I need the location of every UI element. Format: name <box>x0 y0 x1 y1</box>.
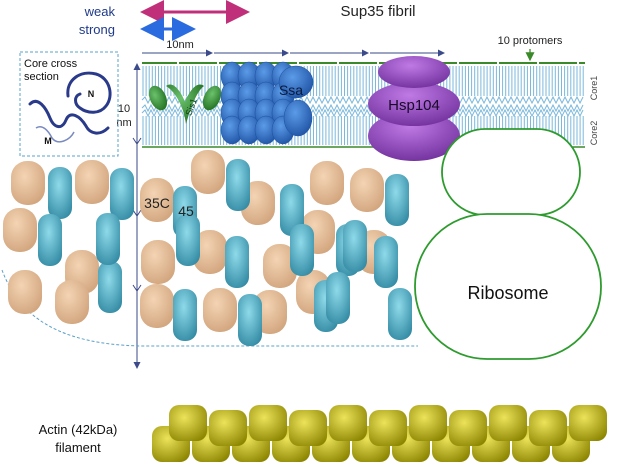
thickness-label-unit: nm <box>116 117 131 129</box>
ribosome: Ribosome <box>414 128 602 360</box>
ssa-chaperone <box>220 61 314 145</box>
inset-n-curve <box>66 71 112 114</box>
sis1-chaperone: Sis1 <box>148 84 222 124</box>
capsule-cluster <box>3 150 412 346</box>
actin-label-line1: Actin (42kDa) <box>39 422 118 437</box>
label-45: 45 <box>178 203 194 219</box>
hsp104-chaperone: Hsp104 <box>368 56 460 161</box>
core-cross-section-inset: Core cross section N M <box>19 51 119 157</box>
label-35c: 35C <box>144 195 170 211</box>
diagram-title: Sup35 fibril <box>340 3 415 20</box>
inset-n-label: N <box>88 89 95 99</box>
core2-label: Core2 <box>589 121 599 146</box>
vertical-scale-axis <box>132 63 142 369</box>
inset-title-line2: section <box>24 71 59 83</box>
ribosome-label: Ribosome <box>467 283 548 303</box>
inset-m-tail <box>35 126 75 143</box>
hsp104-label: Hsp104 <box>388 97 440 114</box>
protomers-label: 10 protomers <box>498 35 563 47</box>
inset-m-curve <box>28 99 110 135</box>
actin-filament <box>152 405 607 462</box>
legend-strong-label: strong <box>79 22 115 37</box>
inset-title-line1: Core cross <box>24 58 78 70</box>
thickness-label-value: 10 <box>118 103 130 115</box>
legend-weak-label: weak <box>84 4 116 19</box>
ssa-label: Ssa <box>279 82 303 98</box>
actin-label-line2: filament <box>55 440 101 455</box>
scale-label: 10nm <box>166 39 194 51</box>
core1-label: Core1 <box>589 76 599 101</box>
inset-m-label: M <box>44 136 52 146</box>
